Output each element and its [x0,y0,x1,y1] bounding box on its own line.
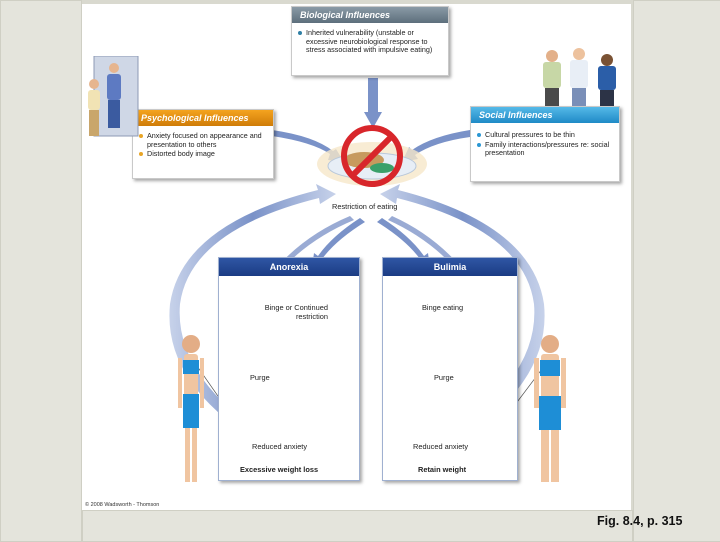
anorexia-box: Anorexia [218,257,360,481]
bulimia-step-binge: Binge eating [422,303,464,312]
background-panel [633,0,720,542]
social-to-center-arrow [402,130,470,162]
anorexia-step-reduced-anxiety: Reduced anxiety [252,442,308,451]
biological-influences-box: Biological Influences Inherited vulnerab… [291,6,449,76]
anorexia-figure-illustration [178,335,204,482]
center-label: Restriction of eating [332,202,398,211]
bullet-item: Anxiety focused on appearance and presen… [139,131,269,149]
social-bullets: Cultural pressures to be thin Family int… [477,130,615,159]
bulimia-outcome: Retain weight [418,465,467,474]
bulimia-step-purge: Purge [434,373,454,382]
psych-to-center-arrow [272,130,344,162]
biological-header: Biological Influences [292,7,448,23]
bullet-text: Cultural pressures to be thin [485,130,575,139]
bio-to-center-arrow [364,78,382,128]
background-panel [0,0,82,542]
mother-daughter-mirror-illustration [88,56,139,137]
anorexia-step-binge: Binge or Continued restriction [264,303,328,321]
social-header: Social Influences [471,107,619,123]
bulimia-header: Bulimia [383,258,517,276]
center-to-bulimia-arrow [377,218,430,268]
anorexia-header: Anorexia [219,258,359,276]
family-group-illustration [543,48,616,106]
bulimia-step-reduced-anxiety: Reduced anxiety [413,442,469,451]
no-eating-plate-icon [317,125,427,187]
psychological-influences-box: Psychological Influences Anxiety focused… [132,109,274,179]
center-to-anorexia-arrow [312,218,365,268]
bullet-item: Cultural pressures to be thin [477,130,615,140]
social-influences-box: Social Influences Cultural pressures to … [470,106,620,182]
diagram-figure: Biological Influences Inherited vulnerab… [82,4,631,510]
bullet-text: Inherited vulnerability (unstable or exc… [306,28,433,55]
psychological-bullets: Anxiety focused on appearance and presen… [139,131,269,160]
bullet-item: Inherited vulnerability (unstable or exc… [298,28,444,55]
bulimia-box: Bulimia [382,257,518,481]
bullet-item: Family interactions/pressures re: social… [477,139,615,158]
bullet-text: Anxiety focused on appearance and presen… [147,131,262,149]
psychological-header: Psychological Influences [133,110,273,126]
figure-reference: Fig. 8.4, p. 315 [597,514,683,528]
bullet-text: Family interactions/pressures re: social… [485,139,610,158]
bullet-item: Distorted body image [139,149,269,159]
anorexia-step-purge: Purge [250,373,270,382]
copyright-text: © 2008 Wadsworth - Thomson [85,502,160,508]
background-panel [82,510,633,542]
biological-bullets: Inherited vulnerability (unstable or exc… [298,28,444,56]
bulimia-figure-illustration [534,335,566,482]
bullet-text: Distorted body image [147,149,215,159]
anorexia-outcome: Excessive weight loss [240,465,319,474]
